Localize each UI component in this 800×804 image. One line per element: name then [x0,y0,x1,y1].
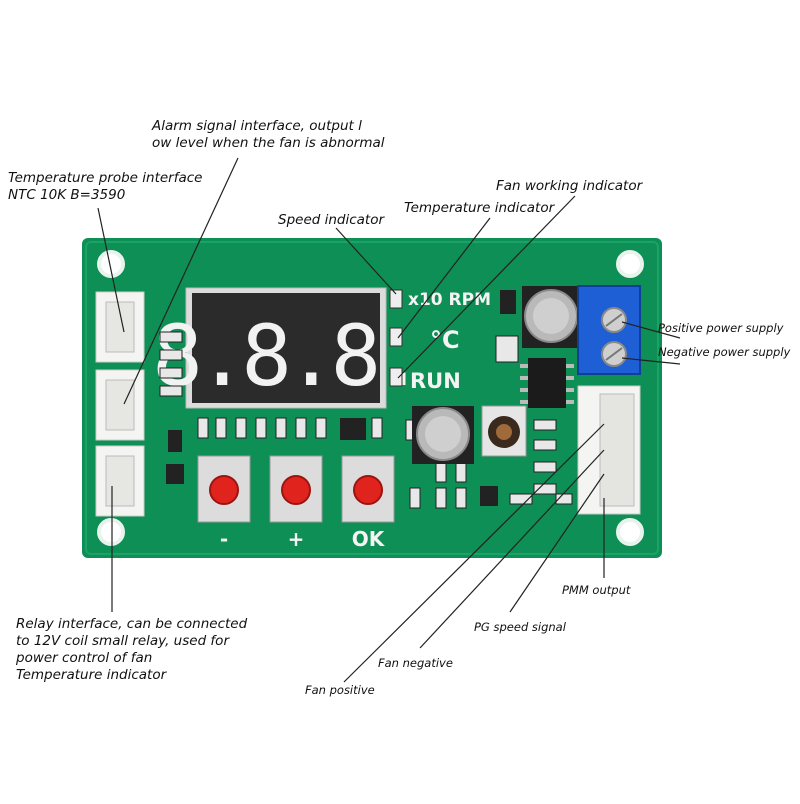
button-plus[interactable] [269,455,323,523]
alarm-connector [95,369,145,441]
callout-speed: Speed indicator [278,212,385,228]
button-minus-label: - [220,527,228,551]
probe-connector [95,291,145,363]
smd-components [159,331,573,509]
leader-lines [97,157,681,683]
power-terminal [577,285,641,375]
capacitor-bottom [412,406,474,464]
leader-positive-supply [621,321,681,339]
leader-speed [335,227,397,295]
button-ok[interactable] [341,455,395,523]
rpm-label: x10 RPM [408,290,491,310]
callout-negative-supply: Negative power supply [658,345,791,359]
callout-relay: Relay interface, can be connected to 12V… [16,616,248,683]
leader-probe [97,207,125,333]
inductor [481,405,527,457]
callout-fan-positive: Fan positive [305,683,375,697]
relay-connector [95,445,145,517]
callout-probe: Temperature probe interface NTC 10K B=35… [8,170,203,203]
callout-fan-working: Fan working indicator [496,178,643,194]
run-label: RUN [410,369,461,393]
mounting-holes [97,250,644,546]
led-display [192,293,380,403]
callout-positive-supply: Positive power supply [658,321,784,335]
leader-alarm [123,157,239,405]
callout-pg: PG speed signal [474,620,566,634]
callout-temperature: Temperature indicator [404,200,555,216]
callout-alarm: Alarm signal interface, output l ow leve… [152,118,385,151]
leader-fan-negative [419,449,605,649]
transistors [166,290,516,506]
ic-chip [520,358,574,408]
leader-negative-supply [621,357,681,365]
leader-fan-working [397,195,576,379]
display-digits: 8.8.8. [152,307,419,405]
button-minus[interactable] [197,455,251,523]
capacitor-top [522,286,580,348]
fan-connector [577,385,641,515]
leader-temperature [397,217,491,339]
leader-fan-positive [343,423,605,683]
callout-fan-negative: Fan negative [378,656,453,670]
button-plus-label: + [288,527,305,551]
leader-pg [509,473,605,613]
callout-pmm: PMM output [562,583,631,597]
indicator-leds [389,289,403,387]
button-ok-label: OK [352,527,386,551]
